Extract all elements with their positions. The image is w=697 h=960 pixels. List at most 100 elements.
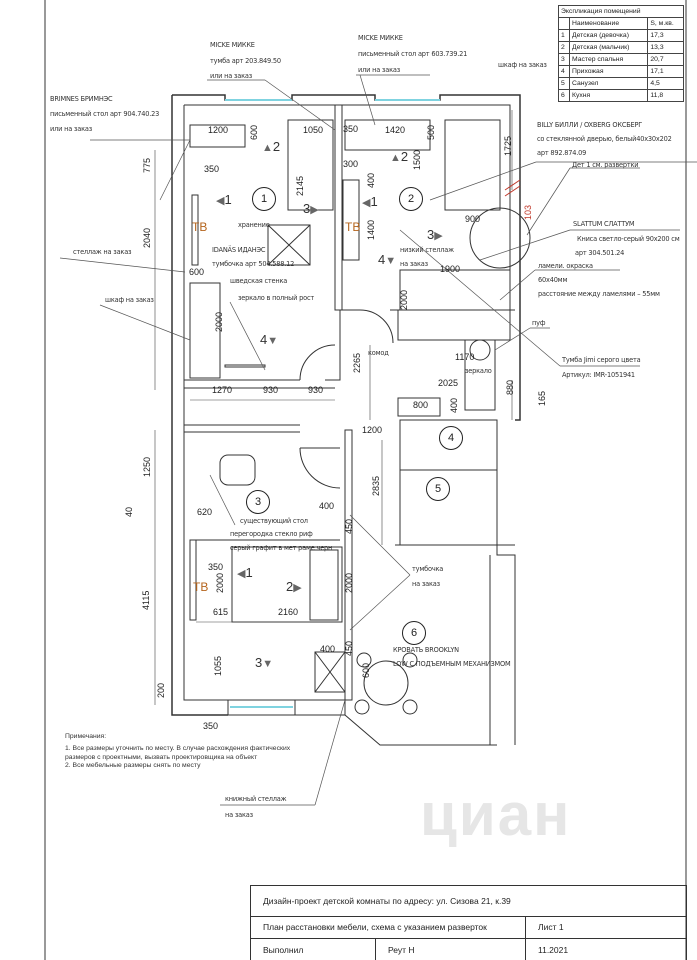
dimension: 1500 (412, 149, 422, 170)
label-wall-bars: шведская стенка (230, 277, 288, 285)
room-number-4: 4 (439, 426, 463, 450)
dimension: 600 (249, 124, 259, 140)
label-shelf-order: стеллаж на заказ (73, 248, 132, 256)
jimi-cabinet (464, 339, 496, 411)
notes-block: Примечания: 1. Все размеры уточнить по м… (65, 733, 315, 771)
label-storage: хранение (238, 221, 270, 229)
notes-title: Примечания: (65, 733, 107, 740)
desk-micke (344, 119, 431, 151)
label-partition-material: серый графит в мет раме черн (230, 544, 333, 552)
room-name: Мастер спальня (569, 53, 649, 66)
column-header-area: S, м.кв. (647, 17, 684, 30)
label-lamels-size: 60х40мм (538, 276, 568, 284)
label-bed: КРОВАТЬ BROOKLYN (393, 646, 459, 654)
arrow-down-icon: ▼ (267, 335, 279, 347)
room-number-3: 3 (246, 490, 270, 514)
title-block: Дизайн-проект детской комнаты по адресу:… (250, 885, 687, 960)
room-number-5: 5 (426, 477, 450, 501)
dimension: 1725 (503, 135, 513, 156)
dimension: 500 (426, 124, 436, 140)
table-title: Экспликация помещений (558, 5, 684, 18)
note-1: 1. Все размеры уточнить по месту. В случ… (65, 745, 291, 761)
tv-mark-room1: ТВ (192, 220, 208, 234)
shelf-room1 (191, 194, 199, 266)
date: 11.2021 (538, 945, 569, 955)
dimension: 300 (343, 159, 359, 169)
dimension: 1050 (303, 125, 324, 135)
dimension: 800 (413, 400, 429, 410)
dimension: 4115 (141, 590, 151, 610)
dimension: 450 (344, 640, 354, 656)
row-number: 3 (557, 53, 571, 66)
dimension-red: 103 (523, 204, 533, 220)
label-billy-desc: со стеклянной дверью, белый40х30х202 (537, 135, 672, 143)
dimension: 930 (263, 385, 279, 395)
dimension: 400 (320, 644, 336, 654)
label-jimi-art: Артикул: IMR-1051941 (562, 371, 635, 379)
author-name: Реут Н (376, 939, 526, 960)
room-name: Прихожая (569, 65, 649, 78)
room-number-2: 2 (399, 187, 423, 211)
dimension: 2265 (352, 352, 362, 373)
dimension: 900 (465, 214, 481, 224)
bed-room1 (287, 119, 334, 211)
nightstand-box (314, 651, 346, 693)
inner-wall-left (183, 105, 228, 701)
dimension: 200 (156, 682, 166, 698)
dimension: 930 (308, 385, 324, 395)
dimension: 2000 (214, 311, 224, 332)
row-number: 6 (557, 89, 571, 102)
room-name: Детская (девочка) (569, 29, 649, 42)
row-number: 5 (557, 77, 571, 90)
room-name: Санузел (569, 77, 649, 90)
arrow-up-icon: ▲ (262, 142, 273, 154)
room-name: Кухня (569, 89, 649, 102)
detail-callout-circle (469, 207, 531, 269)
tv-shelf-room3 (189, 539, 197, 621)
label-nightstand-order: на заказ (412, 580, 440, 588)
wardrobe-room1 (189, 282, 221, 379)
room-area: 17,1 (647, 65, 684, 78)
label-idanas: IDANÄS ИДАНЭС (212, 246, 266, 254)
label-wardrobe-left: шкаф на заказ (105, 296, 154, 304)
full-mirror (224, 364, 266, 368)
window-3-frame (227, 699, 296, 716)
dimension: 1250 (142, 456, 152, 477)
dimension: 2160 (278, 607, 299, 617)
dimension: 400 (366, 172, 376, 188)
author-label: Выполнил (251, 939, 376, 960)
dimension: 1200 (362, 425, 383, 435)
inner-wall-top (184, 104, 511, 310)
label-brimnes: BRIMNES БРИМНЭС (50, 95, 113, 103)
label-wardrobe-top: шкаф на заказ (498, 61, 547, 69)
label-full-mirror: зеркало в полный рост (238, 294, 315, 302)
dimension: 1200 (208, 125, 229, 135)
dimension: 620 (197, 507, 213, 517)
row-number: 1 (557, 29, 571, 42)
room-area: 11,8 (647, 89, 684, 102)
arrow-left-icon: ◀ (362, 197, 371, 209)
view-marker-2-room3: 2▶ (286, 579, 302, 594)
view-marker-3-room1: 3▶ (303, 201, 319, 216)
kitchen-bay (344, 700, 497, 746)
label-micke-1: MICKE МИККЕ (210, 41, 255, 49)
view-marker-1-room2: ◀1 (362, 194, 378, 209)
arrow-left-icon: ◀ (216, 195, 225, 207)
label-mirror: зеркало (465, 367, 492, 375)
row-number: 2 (557, 41, 571, 54)
label-bookshelf-order: на заказ (225, 811, 253, 819)
view-marker-2-room2: ▲2 (390, 149, 409, 164)
label-micke-1-art: тумба арт 203.849.50 (210, 57, 281, 65)
wall-right (496, 420, 516, 745)
label-pouf: пуф (532, 319, 546, 327)
dimension: 2000 (215, 572, 225, 593)
dimension: 350 (208, 562, 224, 572)
label-slattum-art: арт 304.501.24 (575, 249, 625, 257)
desk-brimnes (189, 124, 246, 148)
dimension: 350 (343, 124, 359, 134)
label-low-shelf-order: на заказ (400, 260, 428, 268)
